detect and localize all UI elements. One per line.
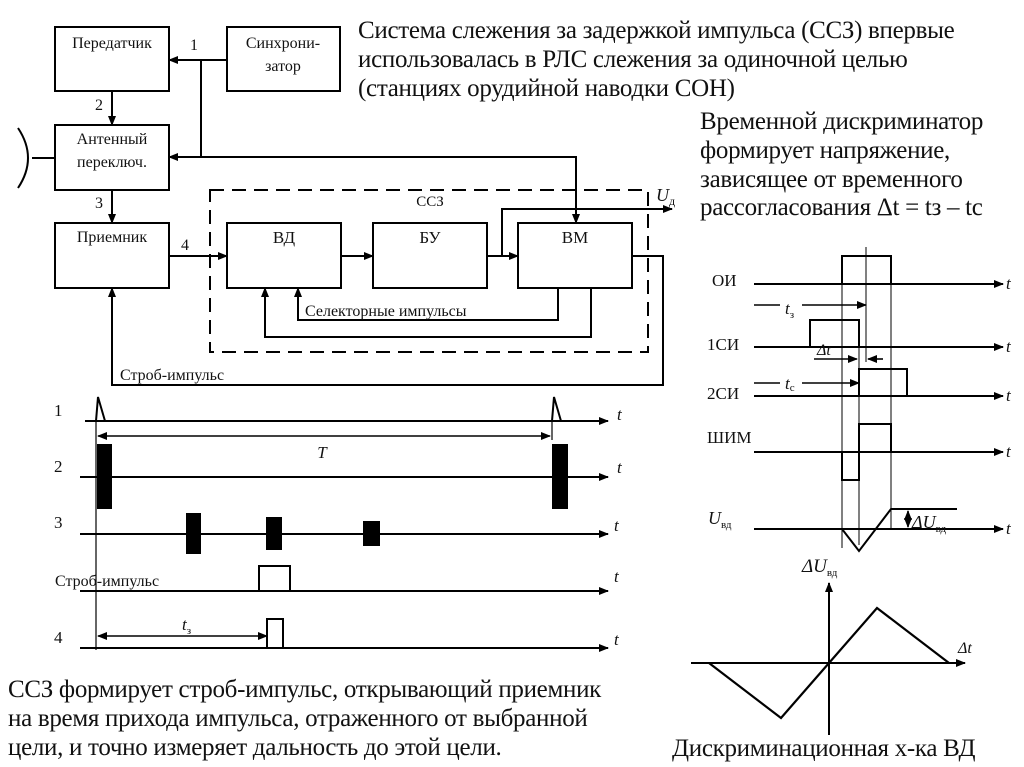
svg-text:t: t: [1006, 274, 1012, 293]
echo-pulse-3: [363, 521, 380, 546]
timeline-label-1: 1: [54, 401, 63, 420]
bu-label: БУ: [419, 228, 441, 247]
wire-selector-2: [261, 287, 592, 338]
pulse-4: [266, 618, 284, 649]
antenna-icon: [17, 127, 29, 189]
note-line-4: рассогласования Δt = tз – tс: [700, 194, 983, 222]
tx-pulse-2: [552, 444, 568, 509]
wire-output-ud: [501, 205, 673, 256]
discriminator-note: Временной дискриминатор формирует напряж…: [700, 108, 983, 223]
ssz-group-label: ССЗ: [416, 194, 444, 210]
selector-pulses-label: Селекторные импульсы: [305, 303, 467, 320]
svg-text:t: t: [1006, 386, 1012, 405]
svg-text:t: t: [614, 567, 620, 586]
delay-label: tз: [182, 615, 191, 637]
echo-pulse-2: [266, 517, 282, 550]
timeline-label-4: 4: [54, 628, 63, 647]
note-line-1: Временной дискриминатор: [700, 108, 984, 135]
tz-label: tз: [785, 299, 794, 321]
sync-spike-1: [95, 396, 106, 422]
bottom-line-3: цели, и точно измеряет дальность до этой…: [8, 733, 502, 761]
row-label-shim: ШИМ: [707, 428, 752, 447]
timeline-label-3: 3: [54, 513, 63, 532]
left-axis-t-labels: t t t t t: [614, 405, 623, 649]
char-caption: Дискриминационная х-ка ВД: [672, 735, 976, 762]
synchronizer-label-1: Синхрони-: [246, 35, 320, 52]
strobe-pulse-label: Строб-импульс: [120, 367, 224, 384]
svg-text:t: t: [1006, 442, 1012, 461]
tx-pulse-1: [97, 444, 112, 509]
char-ylabel: ΔUвд: [801, 556, 838, 579]
row-label-oi: ОИ: [712, 271, 737, 290]
ssz-group-frame: [209, 189, 649, 353]
signal-number-1: 1: [190, 37, 198, 54]
row-label-uvd: Uвд: [708, 508, 732, 531]
uvd-waveform: [841, 508, 957, 553]
period-label: T: [317, 443, 328, 462]
timeline-label-strobe: Строб-импульс: [55, 573, 159, 590]
signal-number-3: 3: [95, 195, 103, 212]
antenna-switch-label-2: переключ.: [77, 154, 147, 171]
svg-text:t: t: [1006, 519, 1012, 538]
svg-text:t: t: [1006, 337, 1012, 356]
char-curve: [708, 606, 950, 720]
signal-number-2: 2: [95, 97, 103, 114]
echo-pulse-1: [186, 513, 201, 554]
du-label: ΔUвд: [911, 512, 946, 535]
bottom-line-2: на время прихода импульса, отраженного о…: [8, 704, 588, 732]
bottom-line-1: ССЗ формирует строб-импульс, открывающий…: [8, 676, 602, 703]
output-ud-label: Uд: [656, 185, 675, 208]
dt-label: Δt: [816, 342, 831, 359]
note-line-2: формирует напряжение,: [700, 136, 950, 164]
receiver-label: Приемник: [77, 229, 147, 246]
bottom-note: ССЗ формирует строб-импульс, открывающий…: [8, 676, 601, 762]
row-label-2si: 2СИ: [707, 384, 739, 403]
tc-label: tс: [785, 374, 795, 394]
svg-text:t: t: [614, 516, 620, 535]
strobe-pulse: [258, 565, 291, 592]
signal-number-4: 4: [181, 237, 189, 254]
antenna-switch-label-1: Антенный: [77, 131, 148, 148]
2si-pulse: [858, 368, 908, 396]
oi-pulse: [841, 255, 892, 284]
intro-text: Система слежения за задержкой импульса (…: [358, 17, 955, 103]
timeline-label-2: 2: [54, 457, 63, 476]
shim-waveform: [841, 423, 892, 481]
intro-line-1: Система слежения за задержкой импульса (…: [358, 17, 955, 44]
synchronizer-label-2: затор: [265, 58, 301, 75]
1si-pulse: [809, 319, 860, 347]
sync-spike-2: [551, 396, 562, 422]
right-axis-t-labels: t t t t t: [1006, 274, 1012, 538]
transmitter-label: Передатчик: [72, 35, 152, 52]
svg-text:t: t: [617, 458, 623, 477]
svg-text:t: t: [614, 630, 620, 649]
intro-line-3: (станциях орудийной наводки СОН): [358, 74, 735, 102]
char-xlabel: Δt: [957, 640, 972, 657]
vd-label: ВД: [273, 228, 296, 247]
wire-sync-vm: [201, 156, 580, 224]
svg-text:t: t: [617, 405, 623, 424]
row-label-1si: 1СИ: [707, 335, 739, 354]
wire-selector-1: [294, 287, 559, 321]
wire-strobe: [108, 255, 664, 386]
block-connections: [108, 56, 673, 386]
discriminator-characteristic-chart: ΔUвд Δt: [691, 556, 972, 735]
vm-label: ВМ: [562, 228, 588, 247]
note-line-3: зависящее от временного: [700, 165, 963, 193]
intro-line-2: использовалась в РЛС слежения за одиночн…: [358, 45, 908, 73]
